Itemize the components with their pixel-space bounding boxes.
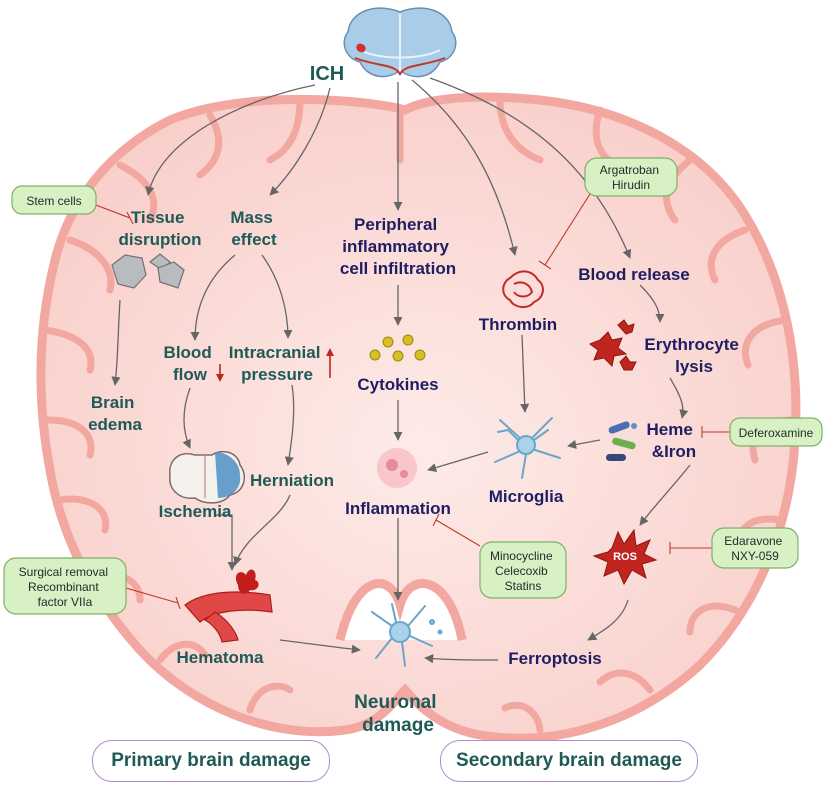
- drug-box-edaravone: Edaravone NXY-059: [711, 527, 799, 569]
- microglia-icon: [494, 417, 561, 479]
- hematoma-vessel-icon: [184, 569, 273, 643]
- drug-minocycline-label: Minocycline Celecoxib Statins: [490, 549, 556, 593]
- inflammation-label: Inflammation: [345, 499, 451, 518]
- ich-label: ICH: [310, 63, 344, 85]
- blood-release-label: Blood release: [578, 265, 690, 284]
- secondary-damage-label: Secondary brain damage: [456, 750, 682, 771]
- microglia-label: Microglia: [489, 487, 564, 506]
- thrombin-icon: [502, 270, 544, 308]
- blood-flow-down-arrow-icon: [216, 364, 224, 382]
- drug-deferoxamine-label: Deferoxamine: [739, 426, 814, 440]
- primary-damage-label: Primary brain damage: [111, 750, 311, 771]
- cytokines-label: Cytokines: [357, 375, 438, 394]
- thrombin-label: Thrombin: [479, 315, 557, 334]
- ros-icon: [592, 528, 658, 586]
- drug-argatroban-label: Argatroban Hirudin: [600, 163, 663, 192]
- heme-iron-label: Heme &Iron: [646, 420, 697, 461]
- brain-coronal-icon: [343, 7, 457, 78]
- drug-edaravone-label: Edaravone NXY-059: [724, 534, 785, 563]
- drug-box-surgical: Surgical removal Recombinant factor VIIa: [3, 557, 127, 615]
- brain-background: [36, 92, 801, 743]
- drug-surgical-label: Surgical removal Recombinant factor VIIa: [19, 565, 112, 609]
- drug-box-stem-cells: Stem cells: [11, 185, 97, 215]
- drug-box-minocycline: Minocycline Celecoxib Statins: [479, 541, 567, 599]
- neuronal-damage-label: Neuronal damage: [354, 692, 442, 736]
- drug-stem-cells-label: Stem cells: [26, 194, 81, 208]
- erythrocyte-lysis-label: Erythrocyte lysis: [644, 335, 743, 376]
- mass-effect-label: Mass effect: [230, 208, 277, 249]
- peripheral-infiltration-label: Peripheral inflammatory cell infiltratio…: [340, 215, 456, 278]
- inflammation-cell-icon: [377, 448, 417, 488]
- cytokine-dots-icon: [369, 334, 426, 362]
- intracranial-pressure-label: Intracranial pressure: [229, 343, 325, 384]
- pathway-arrows: [111, 77, 691, 664]
- blood-flow-label: Blood flow: [164, 343, 217, 384]
- erythrocyte-icon: [588, 319, 637, 371]
- heme-iron-icon: [606, 421, 637, 461]
- drug-box-deferoxamine: Deferoxamine: [729, 417, 823, 447]
- primary-damage-box: Primary brain damage: [92, 740, 330, 782]
- drug-box-argatroban: Argatroban Hirudin: [584, 157, 678, 197]
- ferroptosis-label: Ferroptosis: [508, 649, 602, 668]
- secondary-damage-box: Secondary brain damage: [440, 740, 698, 782]
- tissue-fragment-icon: [111, 253, 185, 289]
- pressure-up-arrow-icon: [326, 348, 334, 378]
- hematoma-label: Hematoma: [177, 648, 264, 667]
- ros-label: ROS: [613, 551, 637, 563]
- brain-ischemia-icon: [169, 450, 246, 504]
- tissue-disruption-label: Tissue disruption: [118, 208, 201, 249]
- neuron-icon: [371, 603, 443, 667]
- herniation-label: Herniation: [250, 471, 334, 490]
- brain-edema-label: Brain edema: [88, 393, 142, 434]
- ischemia-label: Ischemia: [159, 502, 232, 521]
